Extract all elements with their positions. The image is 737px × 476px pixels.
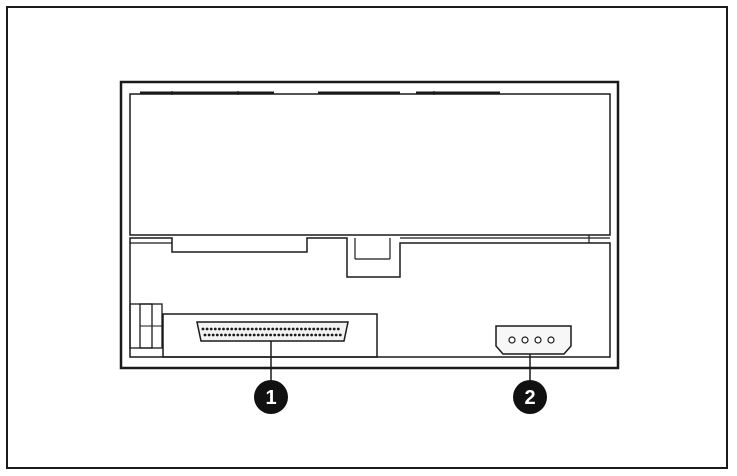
scsi-pin bbox=[310, 333, 313, 337]
scsi-pin bbox=[328, 327, 332, 331]
scsi-pin bbox=[209, 327, 213, 331]
callout-2: 2 bbox=[513, 380, 547, 414]
scsi-pin bbox=[312, 327, 316, 331]
scsi-pin bbox=[267, 327, 270, 331]
power-connector-pins bbox=[508, 336, 555, 344]
scsi-pin bbox=[252, 333, 256, 337]
scsi-pin bbox=[320, 327, 324, 331]
scsi-pin bbox=[240, 333, 244, 337]
scsi-pin bbox=[238, 327, 242, 331]
scsi-connector-plate bbox=[162, 313, 378, 358]
scsi-pin bbox=[222, 327, 225, 331]
scsi-pin bbox=[230, 327, 234, 331]
scsi-pin bbox=[275, 327, 279, 331]
scsi-pin bbox=[226, 327, 230, 331]
callout-1-label: 1 bbox=[265, 387, 276, 409]
scsi-pin bbox=[324, 327, 328, 331]
callout-2-marker bbox=[513, 380, 547, 414]
lower-panel bbox=[129, 237, 611, 358]
callout-1-marker bbox=[254, 380, 288, 414]
scsi-pin bbox=[318, 333, 322, 337]
power-pin bbox=[521, 336, 529, 344]
scsi-pin bbox=[316, 327, 320, 331]
scsi-pin bbox=[326, 333, 330, 337]
scsi-pin bbox=[250, 327, 254, 331]
callout-1: 1 bbox=[254, 380, 288, 414]
scsi-pin bbox=[322, 333, 326, 337]
scsi-pin bbox=[271, 327, 275, 331]
scsi-pin bbox=[263, 327, 266, 331]
scsi-pin bbox=[287, 327, 291, 331]
scsi-pin bbox=[302, 333, 305, 337]
scsi-pin bbox=[336, 327, 340, 331]
callout-2-label: 2 bbox=[524, 387, 535, 409]
power-pin bbox=[508, 336, 516, 344]
scsi-pin bbox=[293, 333, 297, 337]
scsi-pin bbox=[232, 333, 236, 337]
scsi-pin bbox=[330, 333, 334, 337]
scsi-connector-pins bbox=[201, 327, 342, 337]
scsi-pin bbox=[281, 333, 285, 337]
scsi-pin bbox=[306, 333, 309, 337]
scsi-pin bbox=[338, 333, 342, 337]
scsi-pin bbox=[244, 333, 248, 337]
scsi-pin bbox=[248, 333, 252, 337]
scsi-pin bbox=[273, 333, 277, 337]
scsi-pin bbox=[256, 333, 260, 337]
power-pin bbox=[534, 336, 542, 344]
scsi-pin bbox=[201, 327, 205, 331]
scsi-pin bbox=[279, 327, 283, 331]
scsi-pin bbox=[261, 333, 264, 337]
scsi-connector bbox=[196, 321, 349, 342]
scsi-pin bbox=[265, 333, 268, 337]
scsi-pin bbox=[254, 327, 258, 331]
scsi-pin bbox=[218, 327, 221, 331]
scsi-pin bbox=[332, 327, 336, 331]
drive-enclosure bbox=[119, 80, 620, 370]
scsi-pin bbox=[285, 333, 289, 337]
scsi-pin bbox=[220, 333, 223, 337]
scsi-pin bbox=[211, 333, 215, 337]
scsi-pin bbox=[283, 327, 287, 331]
scsi-pin bbox=[207, 333, 211, 337]
power-pin bbox=[547, 336, 555, 344]
scsi-pin bbox=[205, 327, 209, 331]
scsi-pin bbox=[246, 327, 250, 331]
scsi-pin bbox=[295, 327, 299, 331]
scsi-pin bbox=[291, 327, 295, 331]
scsi-pin bbox=[213, 327, 217, 331]
scsi-pin bbox=[236, 333, 240, 337]
scsi-pin bbox=[277, 333, 281, 337]
scsi-pin bbox=[314, 333, 318, 337]
scsi-pin bbox=[228, 333, 232, 337]
scsi-pin bbox=[334, 333, 338, 337]
upper-panel bbox=[129, 93, 611, 236]
scsi-pin bbox=[297, 333, 301, 337]
scsi-pin bbox=[259, 327, 262, 331]
scsi-pin bbox=[304, 327, 307, 331]
scsi-pin bbox=[215, 333, 219, 337]
scsi-pin bbox=[289, 333, 293, 337]
scsi-pin bbox=[300, 327, 303, 331]
scsi-pin bbox=[224, 333, 227, 337]
scsi-pin bbox=[269, 333, 272, 337]
drive-unit bbox=[119, 80, 620, 370]
scsi-pin bbox=[242, 327, 246, 331]
scsi-pin bbox=[234, 327, 238, 331]
power-connector bbox=[495, 325, 572, 355]
scsi-pin bbox=[308, 327, 311, 331]
scsi-pin bbox=[203, 333, 207, 337]
